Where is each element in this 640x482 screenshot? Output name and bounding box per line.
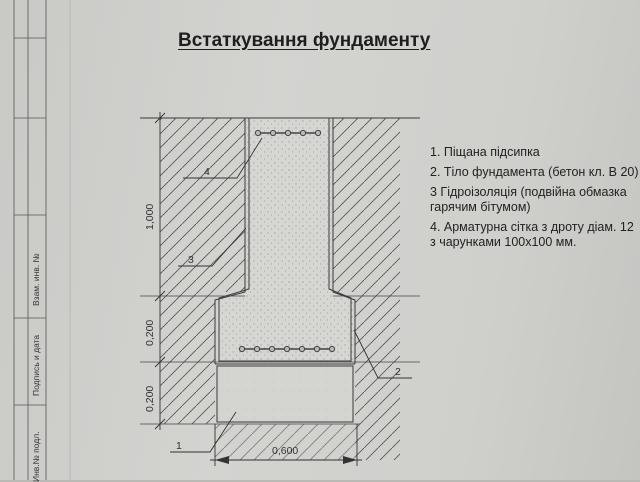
dimension-lower-height: 0,200 <box>144 386 156 412</box>
legend-item-rebar: 4. Арматурна сітка з дроту діам. 12 з ча… <box>430 220 634 249</box>
stamp-frame <box>13 0 47 480</box>
soil-hatching <box>160 118 400 460</box>
vertical-dimension-chain <box>154 112 166 430</box>
callout-3: 3 <box>188 254 194 266</box>
legend-item-sand: 1. Піщана підсипка <box>430 145 540 159</box>
legend: 1. Піщана підсипка 2. Тіло фундамента (б… <box>430 145 640 255</box>
drawing-title: Встаткування фундаменту <box>178 30 431 51</box>
rebar-mesh-top <box>254 129 322 137</box>
callout-2: 2 <box>395 366 401 378</box>
dimension-middle-height: 0,200 <box>144 320 156 346</box>
callout-leaders <box>170 137 412 453</box>
callout-4: 4 <box>204 166 210 178</box>
dimension-upper-height: 1,000 <box>144 204 156 230</box>
dimension-base-width: 0,600 <box>272 445 298 457</box>
base-width-dimension <box>210 424 362 466</box>
legend-item-body: 2. Тіло фундамента (бетон кл. В 20) <box>430 165 639 179</box>
rebar-mesh-bottom <box>238 345 336 353</box>
legend-item-waterproofing: 3 Гідроізоляція (подвійна обмазка гарячи… <box>430 185 627 214</box>
callout-1: 1 <box>176 440 182 452</box>
